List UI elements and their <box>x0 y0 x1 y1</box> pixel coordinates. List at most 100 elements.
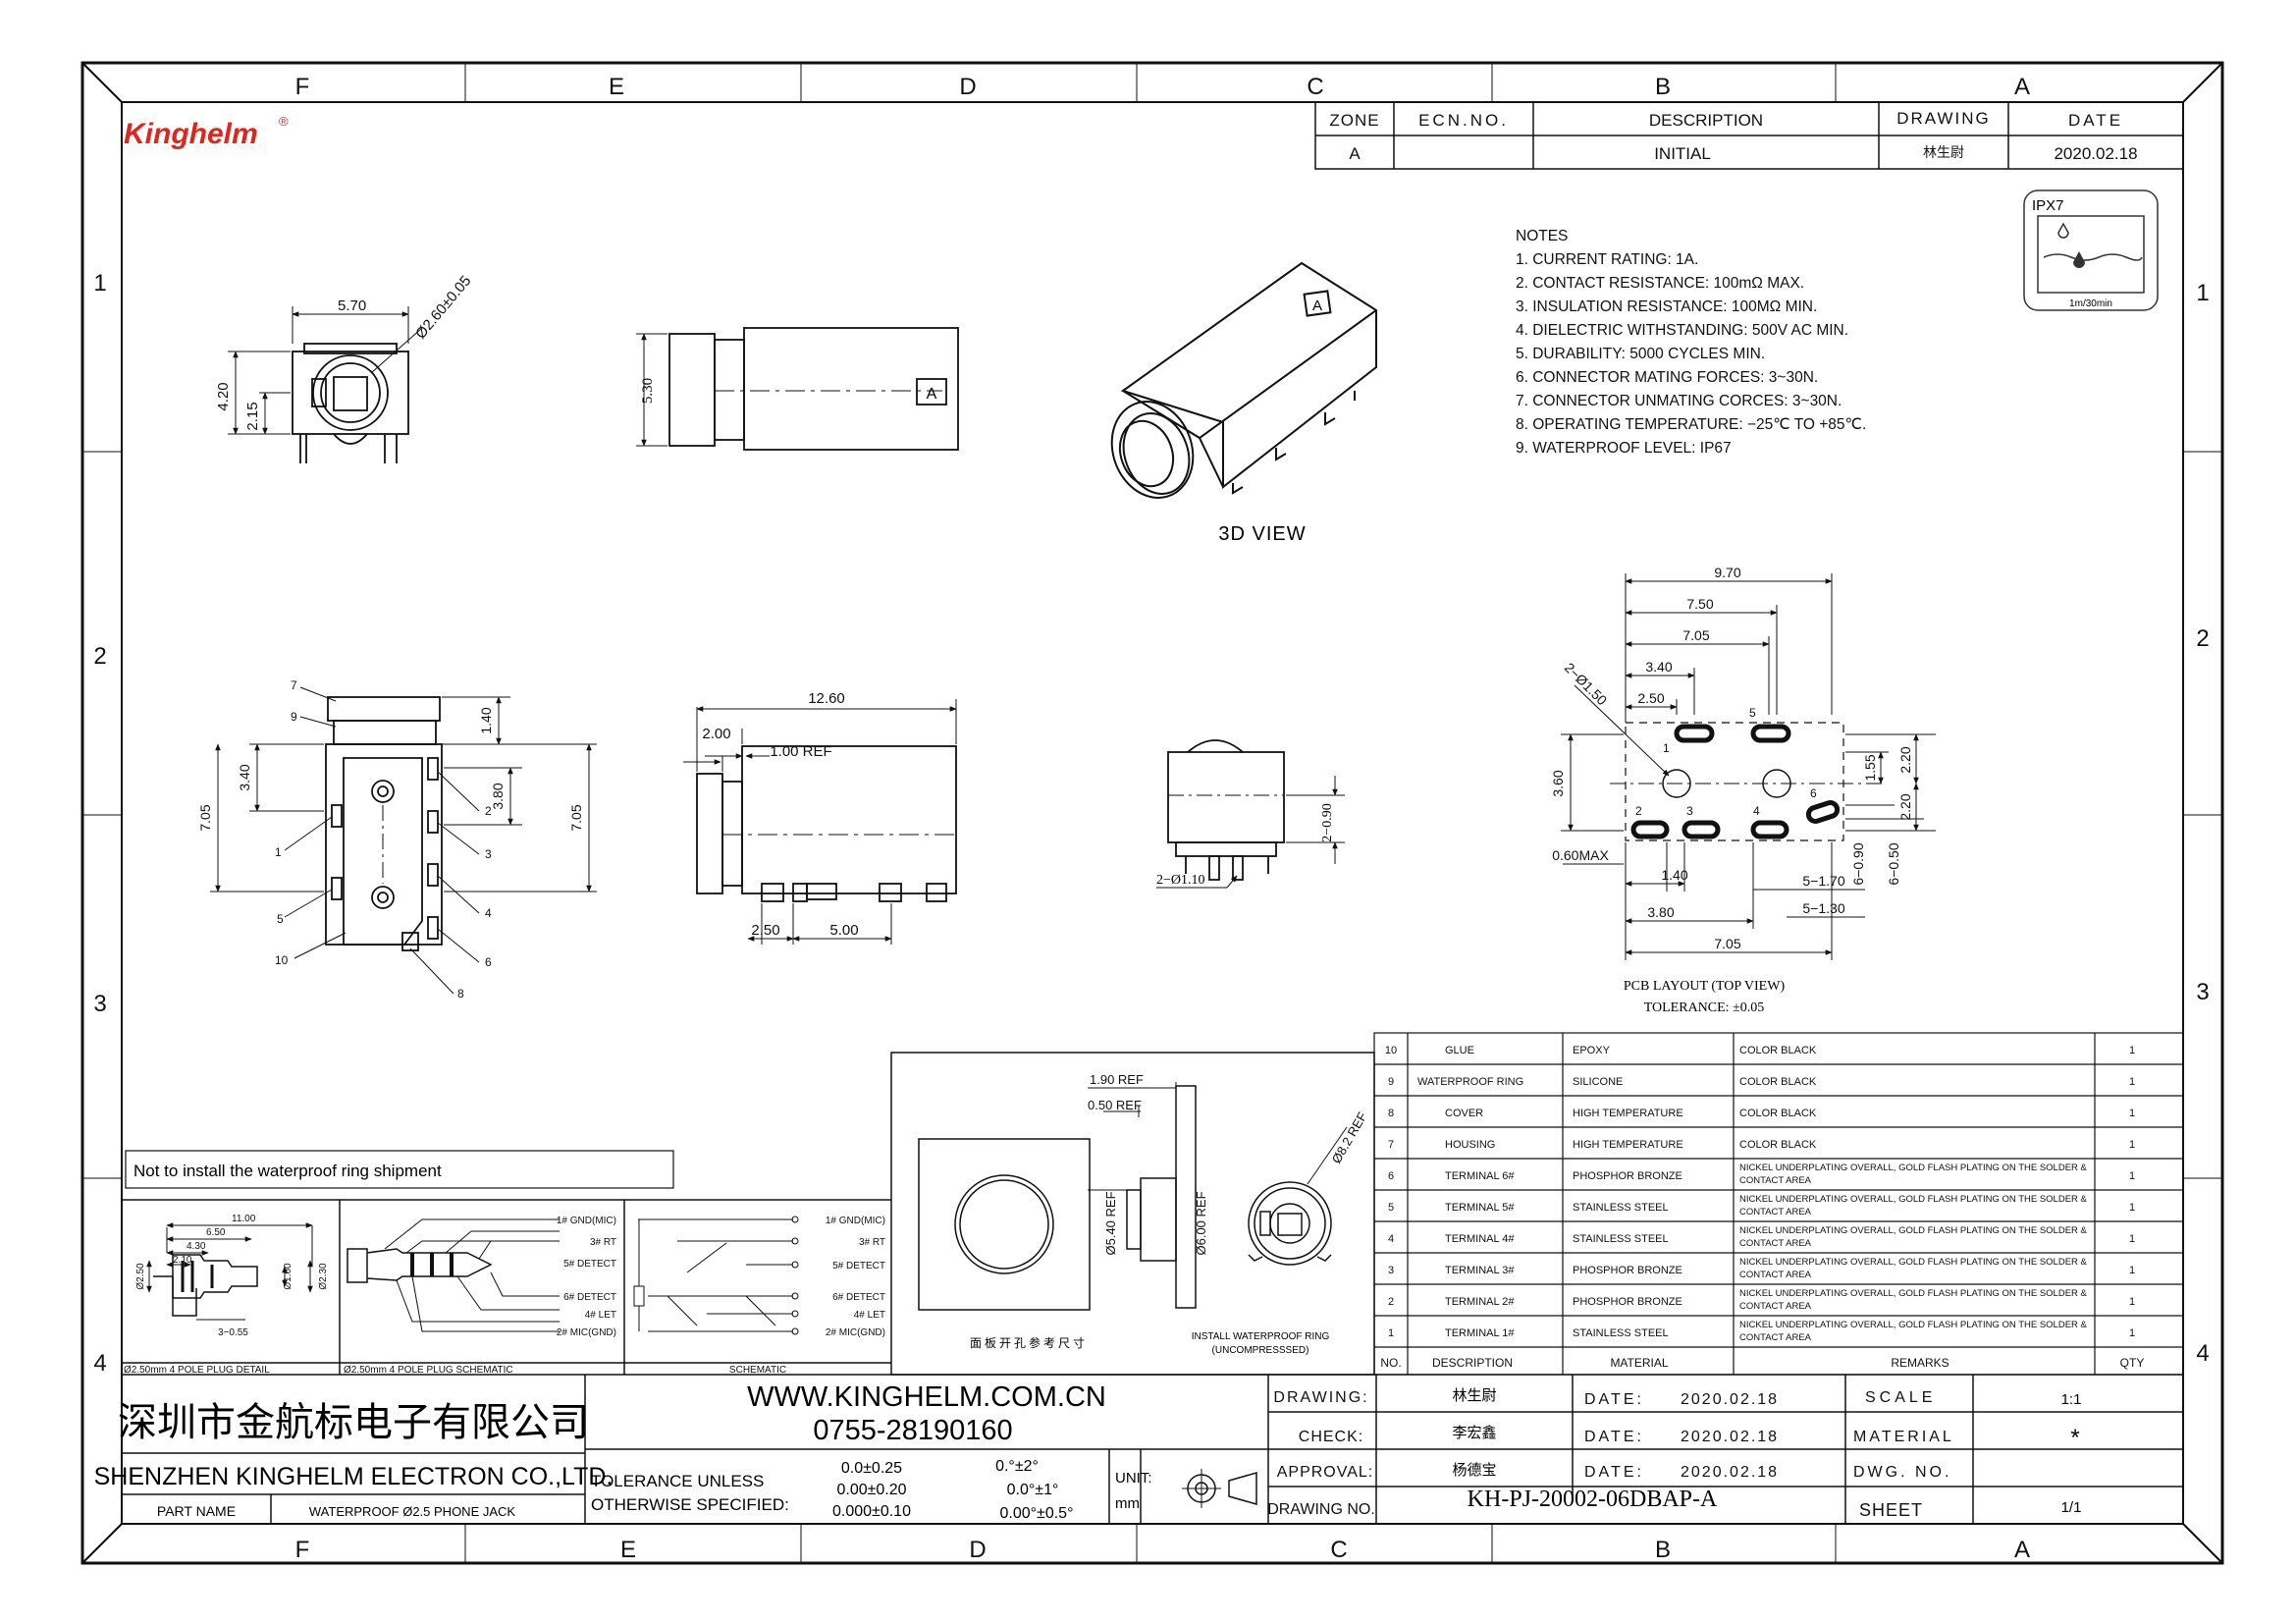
plug-pin: 2# MIC(GND) <box>557 1327 616 1338</box>
schematic-pin: 1# GND(MIC) <box>826 1216 885 1226</box>
iso-view-label: 3D VIEW <box>1218 523 1306 545</box>
plug-pin: 4# LET <box>585 1310 616 1321</box>
bom-cell-no: 1 <box>1388 1327 1394 1339</box>
notes-block: NOTES 1. CURRENT RATING: 1A. 2. CONTACT … <box>1516 228 1866 457</box>
side-view-2 <box>683 699 957 945</box>
bom-cell-description: TERMINAL 4# <box>1445 1233 1515 1245</box>
material-label: MATERIAL <box>1853 1429 1954 1445</box>
callout-9: 9 <box>291 710 297 724</box>
zone-col-top: F <box>295 74 310 100</box>
dim-side2-d1: 2.00 <box>702 726 730 742</box>
zone-col-top: A <box>2014 74 2030 100</box>
bom-header-no: NO. <box>1380 1356 1401 1370</box>
pcb-dim: 7.50 <box>1686 596 1713 612</box>
bom-cell-qty: 1 <box>2129 1108 2135 1119</box>
scale-value: 1:1 <box>2061 1391 2082 1408</box>
tolerance-angular: 0.°±2° <box>995 1458 1039 1475</box>
panel-ref-5: Ø8.2 REF <box>1329 1109 1370 1166</box>
bom-cell-material: STAINLESS STEEL <box>1573 1202 1669 1214</box>
zone-row-left: 1 <box>93 270 106 297</box>
drawing-by: 林生尉 <box>1452 1387 1496 1404</box>
dim-side2-length: 12.60 <box>808 690 845 707</box>
unit-value: mm <box>1115 1495 1140 1512</box>
rev-header-drawing: DRAWING <box>1896 109 1991 128</box>
pcb-dim: 7.05 <box>1714 936 1740 951</box>
pad-4: 4 <box>1753 804 1760 818</box>
bom-cell-remarks-line: NICKEL UNDERPLATING OVERALL, GOLD FLASH … <box>1739 1320 2088 1330</box>
bom-cell-material: PHOSPHOR BRONZE <box>1573 1170 1682 1182</box>
dim-front-diameter: Ø2.60±0.05 <box>412 273 474 343</box>
pcb-dim: 2.50 <box>1637 690 1664 706</box>
bom-cell-remarks-line: CONTACT AREA <box>1739 1175 1812 1186</box>
bom-cell-qty: 1 <box>2129 1139 2135 1151</box>
rev-header-zone: ZONE <box>1329 111 1379 130</box>
zone-col-bottom: B <box>1655 1537 1671 1563</box>
tolerance-label-2: OTHERWISE SPECIFIED: <box>591 1495 789 1514</box>
pcb-dim: 5−1.30 <box>1802 900 1844 916</box>
zone-row-left: 4 <box>93 1350 106 1377</box>
drawing-no-label: DRAWING NO. <box>1267 1501 1375 1518</box>
dim-top-5: 7.05 <box>568 804 584 831</box>
pcb-dim: 2−Ø1.50 <box>1562 660 1611 709</box>
bom-cell-qty: 1 <box>2129 1296 2135 1308</box>
panel-ref-1: 1.90 REF <box>1090 1072 1144 1087</box>
phone: 0755-28190160 <box>813 1415 1012 1446</box>
pcb-layout <box>1561 573 1936 960</box>
pcb-dim: 7.05 <box>1682 627 1709 643</box>
date-label: DATE: <box>1584 1429 1644 1445</box>
plug-section <box>122 1199 891 1375</box>
callout-2: 2 <box>485 804 492 818</box>
pad-6: 6 <box>1810 786 1817 800</box>
projection-symbol-icon <box>1182 1469 1257 1508</box>
bom-cell-remarks-line: NICKEL UNDERPLATING OVERALL, GOLD FLASH … <box>1739 1194 2088 1205</box>
bom-cell-qty: 1 <box>2129 1233 2135 1245</box>
pcb-dim: 6−0.50 <box>1886 842 1901 885</box>
bom-cell-description: TERMINAL 5# <box>1445 1202 1515 1214</box>
zone-col-bottom: F <box>295 1537 310 1563</box>
bom-header-material: MATERIAL <box>1610 1356 1668 1370</box>
zone-col-top: C <box>1307 74 1323 100</box>
bom-cell-material: HIGH TEMPERATURE <box>1573 1108 1683 1119</box>
zone-row-left: 2 <box>93 643 106 670</box>
bom-cell-material: HIGH TEMPERATURE <box>1573 1139 1683 1151</box>
bom-cell-no: 3 <box>1388 1265 1394 1276</box>
water-drop-icon <box>2057 222 2069 239</box>
bom-cell-material: STAINLESS STEEL <box>1573 1327 1669 1339</box>
dim-top-4: 7.05 <box>197 804 213 831</box>
tolerance-angular: 0.00°±0.5° <box>1000 1505 1074 1522</box>
drawing-number: KH-PJ-20002-06DBAP-A <box>1468 1487 1718 1512</box>
callout-8: 8 <box>457 987 464 1001</box>
bom-cell-qty: 1 <box>2129 1170 2135 1182</box>
note-item: 5. DURABILITY: 5000 CYCLES MIN. <box>1516 346 1765 362</box>
bom-cell-description: HOUSING <box>1445 1139 1495 1151</box>
bom-cell-qty: 1 <box>2129 1076 2135 1088</box>
website: WWW.KINGHELM.COM.CN <box>747 1381 1106 1413</box>
schematic-pin: 2# MIC(GND) <box>826 1327 885 1338</box>
bom-cell-remarks: COLOR BLACK <box>1739 1076 1817 1088</box>
bom-cell-no: 2 <box>1388 1296 1394 1308</box>
schematic-caption: SCHEMATIC <box>729 1365 786 1376</box>
bom-cell-remarks: COLOR BLACK <box>1739 1139 1817 1151</box>
sheet-label: SHEET <box>1859 1500 1923 1520</box>
plug-pin: 5# DETECT <box>563 1259 616 1270</box>
dim-side-height: 5.30 <box>640 378 656 404</box>
material-value: * <box>2070 1425 2079 1451</box>
zone-labels: F E D C B A F E D C B A 1 2 3 4 1 2 3 4 <box>93 74 2209 1563</box>
dwg-no-label: DWG. NO. <box>1853 1464 1951 1481</box>
date-label: DATE: <box>1584 1464 1644 1481</box>
plug-pin: 6# DETECT <box>563 1292 616 1303</box>
pcb-dim: 9.70 <box>1714 565 1740 580</box>
bom-cell-description: TERMINAL 6# <box>1445 1170 1515 1182</box>
front-view <box>228 306 423 463</box>
schematic-pin: 6# DETECT <box>832 1292 885 1303</box>
schematic-pin: 4# LET <box>854 1310 885 1321</box>
note-item: 1. CURRENT RATING: 1A. <box>1516 251 1698 268</box>
rev-description: INITIAL <box>1654 144 1711 163</box>
plug-dim: 2.10 <box>173 1255 192 1266</box>
date-value: 2020.02.18 <box>1681 1464 1779 1481</box>
tolerance-linear: 0.000±0.10 <box>832 1503 911 1520</box>
water-drop-icon <box>2073 251 2085 268</box>
zone-row-right: 2 <box>2196 625 2209 652</box>
zone-row-right: 1 <box>2196 280 2209 306</box>
